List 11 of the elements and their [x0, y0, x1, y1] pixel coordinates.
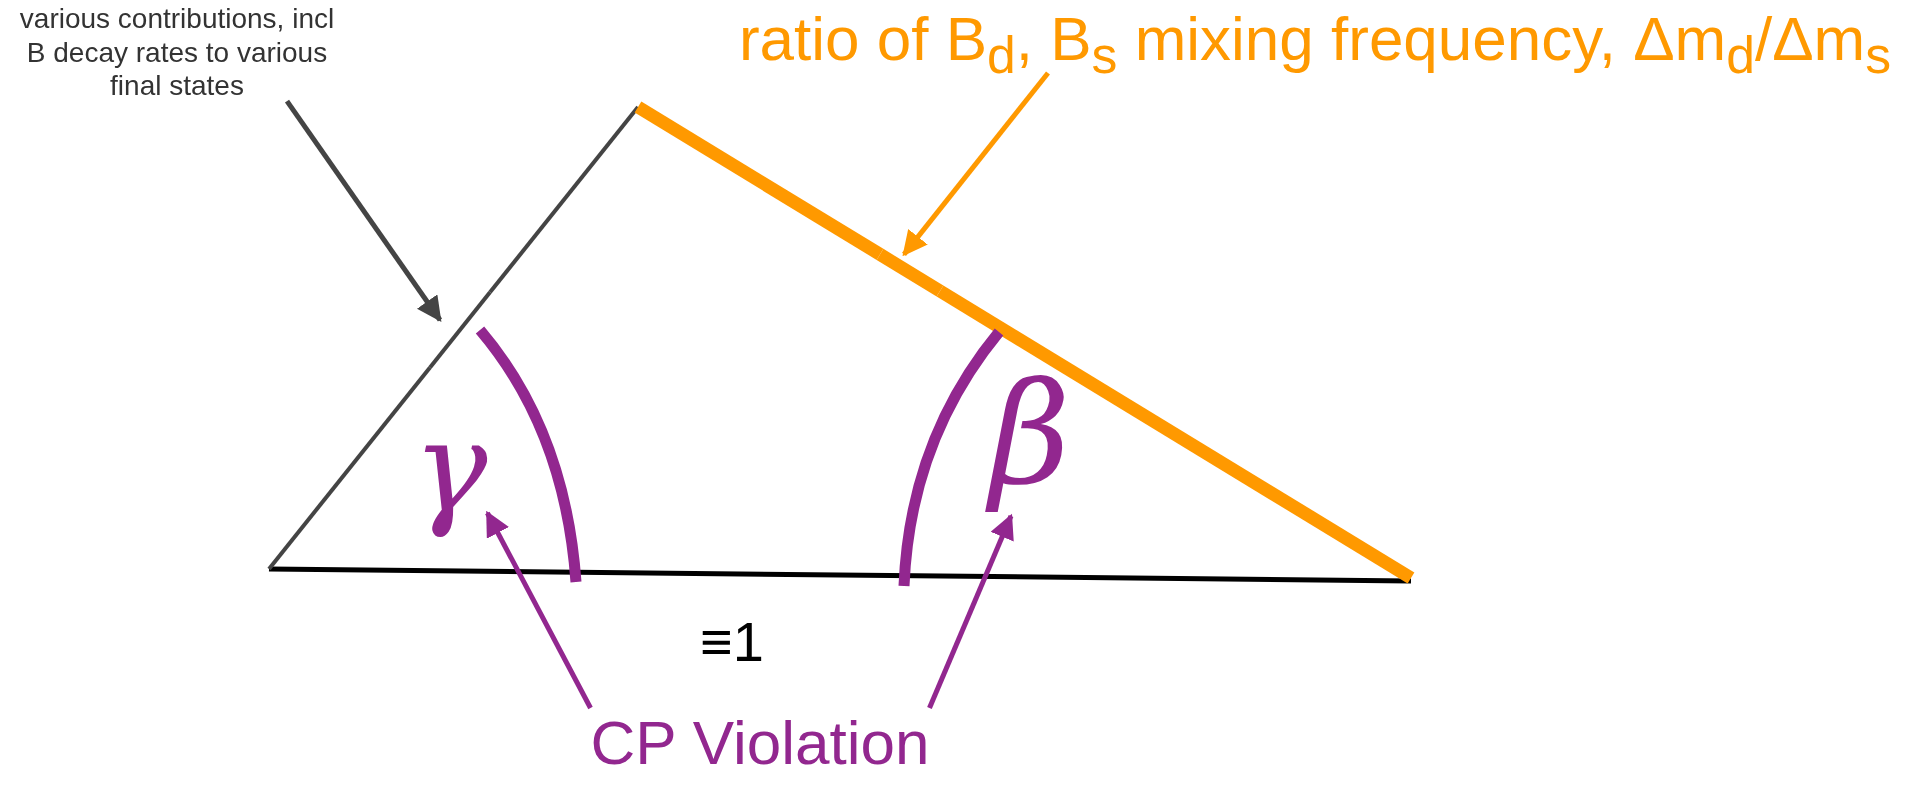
side-length-label: ≡1	[700, 609, 764, 675]
triangle-side	[876, 248, 944, 297]
arrow	[927, 513, 1014, 709]
annotation-text: ratio of B$_{d}$, B$_{s}$ mixing frequency, Δm$_{d}$/Δm$_{s}$	[738, 4, 1892, 73]
arrow	[485, 510, 593, 710]
angle-symbol: γ	[412, 395, 488, 540]
annotation-text: CP Violation	[590, 708, 930, 777]
arrow	[902, 71, 1050, 257]
triangle-side	[428, 291, 492, 369]
arrow	[284, 99, 443, 323]
annotation-text: various contributions, incl B decay rates to various final states	[19, 3, 335, 102]
